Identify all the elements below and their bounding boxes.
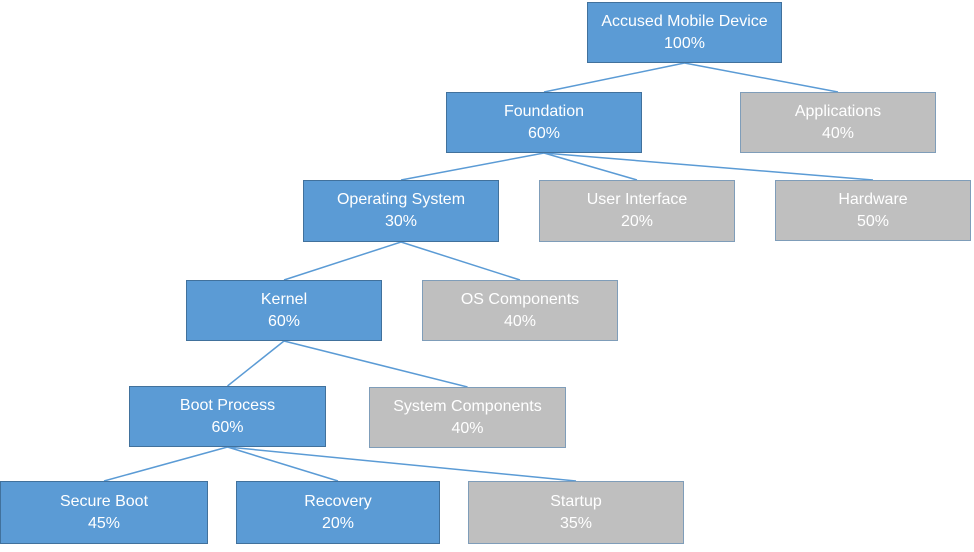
edge-kernel-to-boot_process: [227, 340, 285, 387]
node-applications: Applications 40%: [740, 92, 936, 153]
node-boot-process: Boot Process 60%: [129, 386, 326, 447]
node-os-components: OS Components 40%: [422, 280, 618, 341]
node-recovery: Recovery 20%: [236, 481, 440, 544]
node-hardware: Hardware 50%: [775, 180, 971, 241]
node-value: 45%: [87, 514, 121, 532]
edge-accused_mobile_device-to-applications: [684, 62, 839, 93]
node-secure-boot: Secure Boot 45%: [0, 481, 208, 544]
node-value: 20%: [620, 213, 654, 230]
node-label: Startup: [550, 492, 602, 510]
edge-boot_process-to-startup: [227, 446, 577, 482]
node-accused-mobile-device: Accused Mobile Device 100%: [587, 2, 782, 63]
node-operating-system: Operating System 30%: [303, 180, 499, 242]
edge-foundation-to-user_interface: [543, 152, 638, 181]
node-label: System Components: [393, 397, 542, 415]
node-label: User Interface: [586, 191, 688, 208]
node-value: 60%: [211, 418, 244, 436]
node-value: 35%: [559, 514, 593, 532]
node-label: Hardware: [838, 190, 908, 208]
node-value: 60%: [527, 124, 561, 142]
edge-operating_system-to-kernel: [283, 241, 402, 281]
node-value: 40%: [821, 124, 855, 142]
node-value: 20%: [321, 514, 355, 532]
node-label: Recovery: [304, 492, 372, 510]
node-kernel: Kernel 60%: [186, 280, 382, 341]
node-value: 40%: [503, 312, 537, 330]
node-label: Applications: [794, 102, 882, 120]
node-foundation: Foundation 60%: [446, 92, 642, 153]
edge-operating_system-to-os_components: [400, 241, 521, 281]
node-user-interface: User Interface 20%: [539, 180, 735, 242]
node-value: 60%: [267, 312, 301, 330]
node-startup: Startup 35%: [468, 481, 684, 544]
node-label: Kernel: [260, 290, 308, 308]
node-value: 100%: [664, 34, 705, 52]
edge-foundation-to-hardware: [543, 152, 874, 181]
node-label: Accused Mobile Device: [601, 12, 768, 30]
edge-boot_process-to-recovery: [227, 446, 339, 482]
node-label: Foundation: [503, 102, 585, 120]
node-system-components: System Components 40%: [369, 387, 566, 448]
edge-boot_process-to-secure_boot: [103, 446, 228, 482]
edge-kernel-to-system_components: [283, 340, 468, 388]
node-label: Boot Process: [179, 396, 276, 414]
node-label: Secure Boot: [59, 492, 149, 510]
edge-foundation-to-operating_system: [400, 152, 545, 181]
node-value: 50%: [856, 212, 890, 230]
node-label: Operating System: [336, 191, 466, 208]
node-value: 30%: [384, 213, 418, 230]
node-value: 40%: [451, 419, 484, 437]
edge-accused_mobile_device-to-foundation: [543, 62, 685, 93]
node-label: OS Components: [460, 290, 580, 308]
